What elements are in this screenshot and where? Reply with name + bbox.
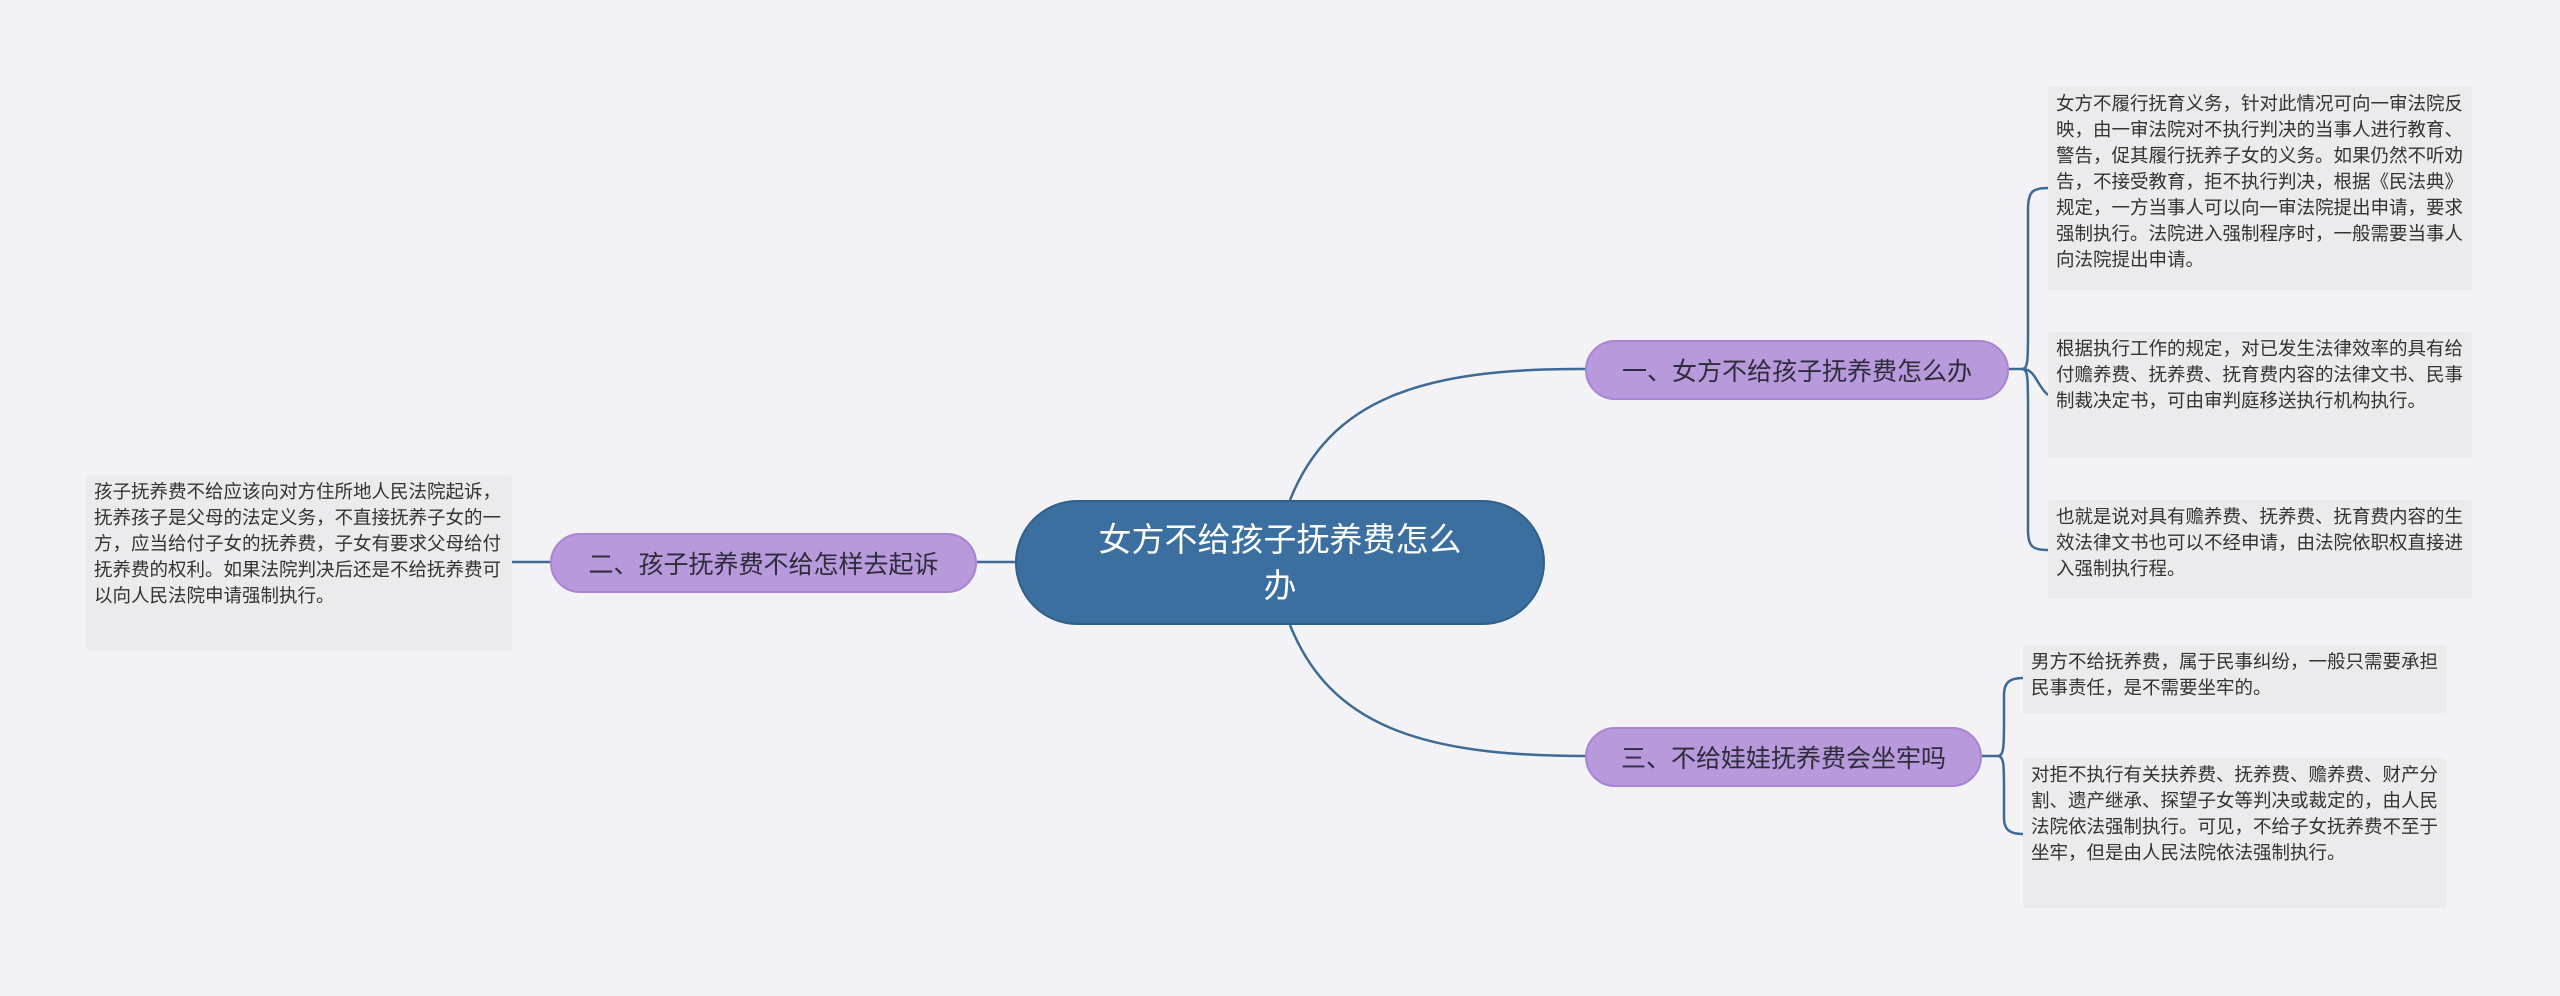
leaf-note-1-1-text: 女方不履行抚育义务，针对此情况可向一审法院反映，由一审法院对不执行判决的当事人进… (2056, 94, 2464, 271)
connector-root-branch-3 (1288, 624, 1586, 758)
connector-branch-3-leaf-2 (1997, 754, 2024, 836)
connector-root-branch-1 (1288, 367, 1586, 501)
leaf-note-1-1[interactable]: 女方不履行抚育义务，针对此情况可向一审法院反映，由一审法院对不执行判决的当事人进… (2048, 87, 2472, 290)
branch-topic-1-label: 一、女方不给孩子抚养费怎么办 (1621, 357, 1972, 386)
connector-branch-3-leaf-1 (1997, 676, 2024, 758)
branch-topic-1[interactable]: 一、女方不给孩子抚养费怎么办 (1585, 340, 2009, 400)
connector-branch-1-leaf-3 (2021, 367, 2049, 552)
connector-branch-1-leaf-1 (2021, 186, 2049, 371)
branch-topic-3-label: 三、不给娃娃抚养费会坐牢吗 (1620, 744, 1946, 773)
leaf-note-2-1[interactable]: 孩子抚养费不给应该向对方住所地人民法院起诉，抚养孩子是父母的法定义务，不直接抚养… (86, 475, 512, 651)
leaf-note-3-1[interactable]: 男方不给抚养费，属于民事纠纷，一般只需要承担民事责任，是不需要坐牢的。 (2023, 645, 2447, 713)
root-topic-label: 女方不给孩子抚养费怎么办 (1098, 519, 1462, 605)
leaf-note-3-1-text: 男方不给抚养费，属于民事纠纷，一般只需要承担民事责任，是不需要坐牢的。 (2031, 652, 2439, 699)
leaf-note-1-2[interactable]: 根据执行工作的规定，对已发生法律效率的具有给付赡养费、抚养费、抚育费内容的法律文… (2048, 332, 2472, 457)
leaf-note-2-1-text: 孩子抚养费不给应该向对方住所地人民法院起诉，抚养孩子是父母的法定义务，不直接抚养… (94, 482, 502, 607)
leaf-note-1-3-text: 也就是说对具有赡养费、抚养费、抚育费内容的生效法律文书也可以不经申请，由法院依职… (2056, 507, 2464, 580)
branch-topic-3[interactable]: 三、不给娃娃抚养费会坐牢吗 (1585, 727, 1982, 787)
leaf-note-3-2-text: 对拒不执行有关扶养费、抚养费、赡养费、财产分割、遗产继承、探望子女等判决或裁定的… (2031, 765, 2439, 864)
leaf-note-3-2[interactable]: 对拒不执行有关扶养费、抚养费、赡养费、财产分割、遗产继承、探望子女等判决或裁定的… (2023, 758, 2447, 908)
leaf-note-1-2-text: 根据执行工作的规定，对已发生法律效率的具有给付赡养费、抚养费、抚育费内容的法律文… (2056, 339, 2464, 412)
leaf-note-1-3[interactable]: 也就是说对具有赡养费、抚养费、抚育费内容的生效法律文书也可以不经申请，由法院依职… (2048, 500, 2472, 599)
branch-topic-2-label: 二、孩子抚养费不给怎样去起诉 (588, 550, 939, 579)
branch-topic-2[interactable]: 二、孩子抚养费不给怎样去起诉 (550, 533, 977, 593)
root-topic[interactable]: 女方不给孩子抚养费怎么办 (1015, 500, 1545, 625)
